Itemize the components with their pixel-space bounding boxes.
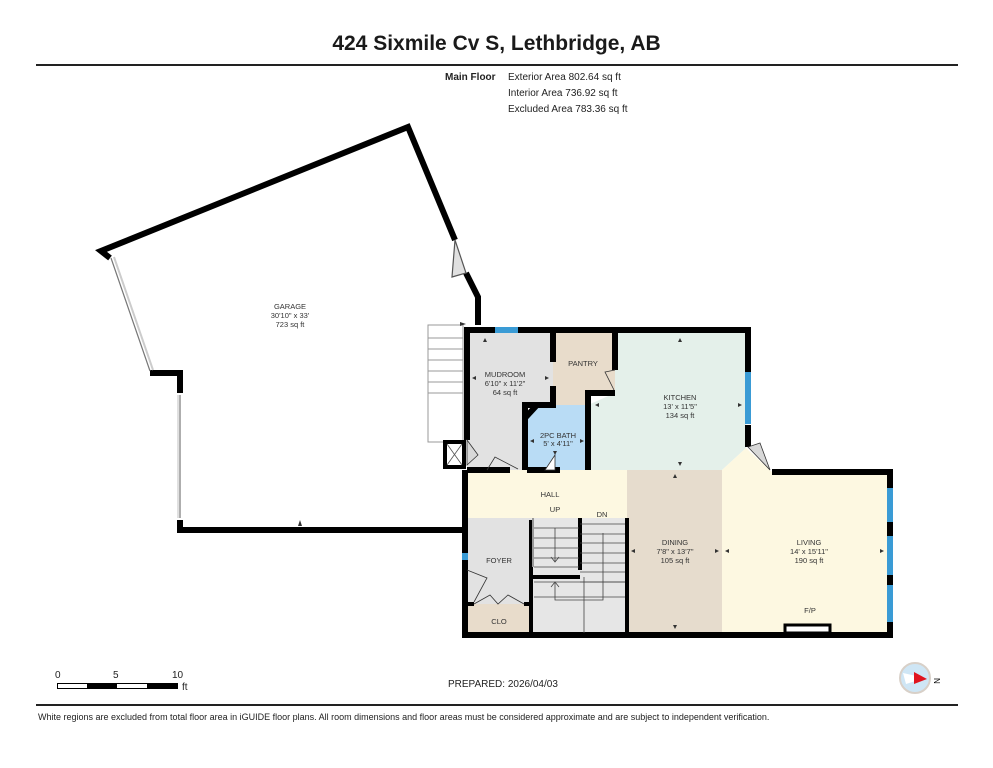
mudroom-name: MUDROOM [485,370,525,379]
compass-icon: N [899,662,941,694]
foyer-name: FOYER [486,556,512,565]
fireplace-label: F/P [804,606,816,615]
garage-window-left [110,257,151,372]
excluded-area: Excluded Area 783.36 sq ft [508,104,628,115]
house-walls [462,327,893,638]
area-list: Exterior Area 802.64 sq ft Interior Area… [508,70,628,118]
room-kitchen [588,332,746,470]
room-pantry [553,332,615,405]
interior-stairs-icon [532,518,625,633]
kitchen-name: KITCHEN [664,393,697,402]
dimension-markers [298,322,884,629]
stairs-up-label: UP [550,505,560,514]
fireplace-icon [783,623,832,635]
compass: N [898,660,948,701]
hall-name: HALL [541,490,560,499]
scale-bar-graphic [57,683,178,689]
living-dims: 14' x 15'11" [790,547,828,556]
door-closet-icon [473,594,525,605]
header-divider [36,64,958,66]
room-closet [467,604,531,633]
dining-area: 105 sq ft [661,556,691,565]
garage-side-door-icon [451,239,467,278]
door-living-patio-icon [747,442,771,471]
garage-name: GARAGE [274,302,306,311]
door-bath-icon [544,453,556,471]
kitchen-area: 134 sq ft [666,411,696,420]
room-foyer [467,518,531,604]
bath-name: 2PC BATH [540,431,576,440]
garage-stairs-icon [427,324,464,443]
scale-tick-5: 5 [113,670,119,681]
room-hall [467,470,627,518]
living-name: LIVING [797,538,822,547]
stairs-dn-label: DN [597,510,608,519]
mudroom-area: 64 sq ft [493,388,519,397]
room-mudroom [467,332,553,470]
scale-unit: ft [182,682,188,693]
page-title: 424 Sixmile Cv S, Lethbridge, AB [332,32,661,55]
footer-divider [36,704,958,706]
room-bath [525,405,588,470]
room-dining [627,470,722,633]
dining-name: DINING [662,538,688,547]
compass-north-label: N [932,678,941,684]
door-foyer-icon [466,569,488,603]
garage-dims: 30'10" x 33' [271,311,310,320]
door-mudroom-hall-icon [486,456,519,471]
closet-name: CLO [491,617,507,626]
floor-label: Main Floor [445,72,496,83]
door-pantry-icon [604,369,616,391]
kitchen-dims: 13' x 11'5" [663,402,697,411]
pantry-name: PANTRY [568,359,598,368]
garage-walls [95,123,481,533]
scale-tick-0: 0 [55,670,61,681]
door-garage-mudroom-icon [466,438,479,466]
floor-plan: GARAGE 30'10" x 33' 723 sq ft MUDROOM 6'… [95,123,893,638]
prepared-date: PREPARED: 2026/04/03 [448,679,558,690]
disclaimer: White regions are excluded from total fl… [38,712,770,722]
garage-area: 723 sq ft [276,320,306,329]
utility-box-icon [443,440,466,469]
mudroom-dims: 6'10" x 11'2" [485,379,526,388]
bath-dims: 5' x 4'11" [543,439,573,448]
scale-tick-10: 10 [172,670,184,681]
interior-area: Interior Area 736.92 sq ft [508,88,618,99]
living-area: 190 sq ft [795,556,825,565]
dining-dims: 7'8" x 13'7" [657,547,694,556]
room-living [722,448,888,633]
exterior-area: Exterior Area 802.64 sq ft [508,72,621,83]
